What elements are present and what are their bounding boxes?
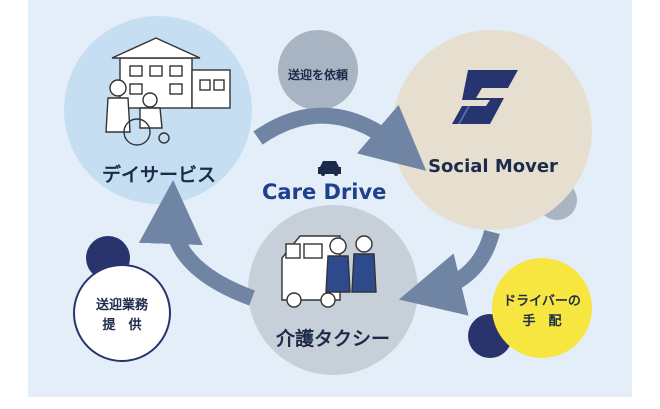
social-mover-circle — [392, 30, 592, 230]
resident-head — [142, 92, 158, 108]
staff-head-1 — [329, 237, 347, 255]
caregiver-body — [105, 97, 131, 133]
social-mover-logo — [452, 70, 518, 124]
staff-head-2 — [355, 235, 373, 253]
wheelchair — [123, 118, 151, 146]
service-bubble — [73, 264, 171, 362]
brand-title: Care Drive — [262, 180, 387, 204]
request-circle — [278, 30, 358, 110]
caregiver-head — [109, 79, 127, 97]
service-label-line1: 送迎業務 — [95, 298, 148, 313]
arrow-taxi-to-dayservice — [138, 180, 255, 306]
social-mover-label: Social Mover — [428, 156, 558, 177]
building-roof — [111, 37, 201, 59]
taxi-illustration — [281, 235, 377, 308]
car-icon — [318, 161, 341, 176]
driver-label-line2: 手 配 — [522, 314, 562, 329]
driver-bubble — [492, 258, 592, 358]
facility-illustration — [105, 37, 231, 146]
service-label-line2: 提 供 — [102, 318, 142, 333]
day-service-label: デイサービス — [101, 164, 216, 186]
arrow-dayservice-to-socialmover — [253, 104, 427, 171]
staff-body-1 — [325, 255, 351, 293]
request-label: 送迎を依頼 — [287, 68, 348, 82]
arrow-socialmover-to-taxi — [398, 229, 500, 316]
care-taxi-label: 介護タクシー — [275, 328, 390, 350]
driver-label-line1: ドライバーの — [503, 294, 581, 309]
staff-body-2 — [351, 253, 377, 293]
